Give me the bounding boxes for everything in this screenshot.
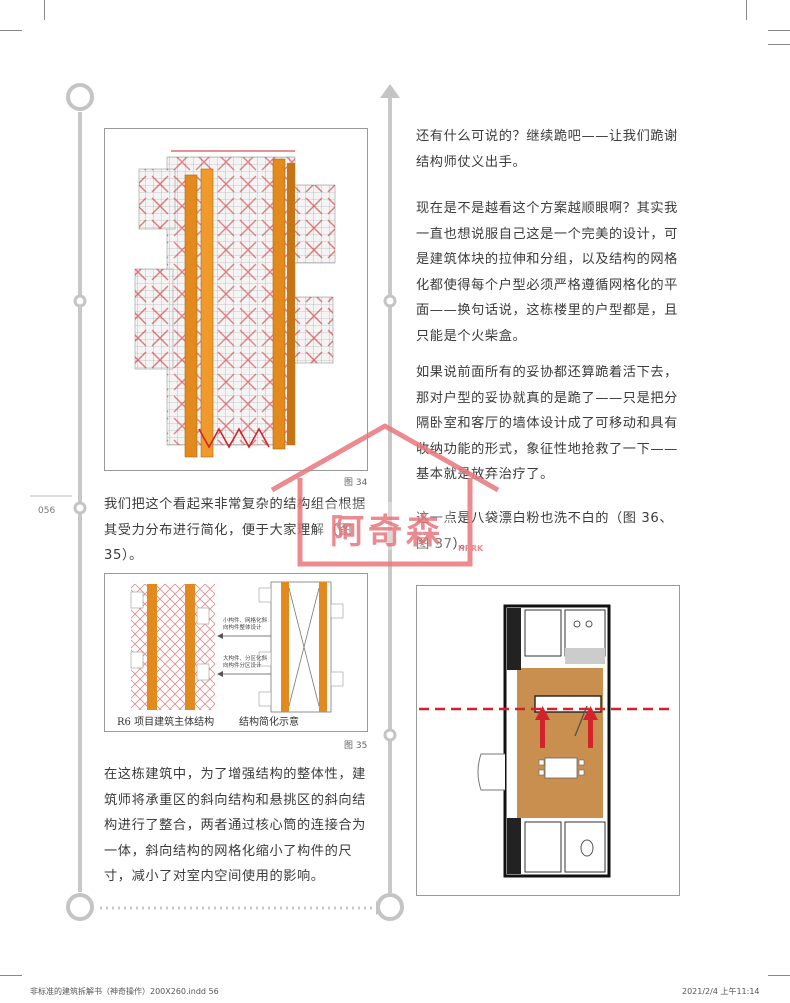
footer-date: 2021/2/4 上午11:14 — [682, 987, 760, 996]
watermark-text: 阿奇森 — [330, 512, 444, 552]
figure-35-label-right: 结构简化示意 — [239, 717, 299, 728]
figure-35-note-top: 小构件、网格化斜向构件整体设计 — [223, 618, 268, 631]
figure-35: 小构件、网格化斜向构件整体设计 大构件、分区化斜向构件分区设计 R6 项目建筑主… — [104, 573, 368, 732]
watermark: 阿奇森 HRRK — [262, 420, 508, 570]
right-paragraph-1: 还有什么可说的？继续跪吧——让我们跪谢结构师仗义出手。 — [416, 129, 678, 170]
right-paragraph-3: 如果说前面所有的妥协都还算跪着活下去，那对户型的妥协就真的是跪了——只是把分隔卧… — [416, 365, 678, 483]
watermark-sub: HRRK — [458, 544, 484, 553]
figure-34 — [104, 128, 368, 471]
house-outline-icon — [270, 423, 500, 567]
footer-file: 非标准的建筑拆解书（神奇操作）200X260.indd 56 — [30, 987, 219, 996]
figure-34-caption: 图 34 — [344, 478, 368, 488]
structure-simplification-diagram — [130, 581, 344, 713]
figure-35-note-bottom: 大构件、分区化斜向构件分区设计 — [223, 656, 268, 669]
page-number: 056 — [38, 506, 56, 516]
apartment-floor-plan — [419, 604, 675, 878]
figure-35-label-left: R6 项目建筑主体结构 — [117, 717, 215, 728]
right-paragraph-2: 现在是不是越看这个方案越顺眼啊？其实我一直也想说服自己这是一个完美的设计，可是建… — [416, 201, 678, 344]
left-paragraph-2: 在这栋建筑中，为了增强结构的整体性，建筑师将承重区的斜向结构和悬挑区的斜向结构进… — [104, 767, 366, 885]
figure-35-caption: 图 35 — [344, 741, 368, 751]
right-paragraph-4: 这一点是八袋漂白粉也洗不白的（图 36、图 37）。 — [416, 511, 674, 552]
structure-axonometric-illustration — [134, 150, 336, 458]
figure-floor-plan — [416, 585, 680, 896]
